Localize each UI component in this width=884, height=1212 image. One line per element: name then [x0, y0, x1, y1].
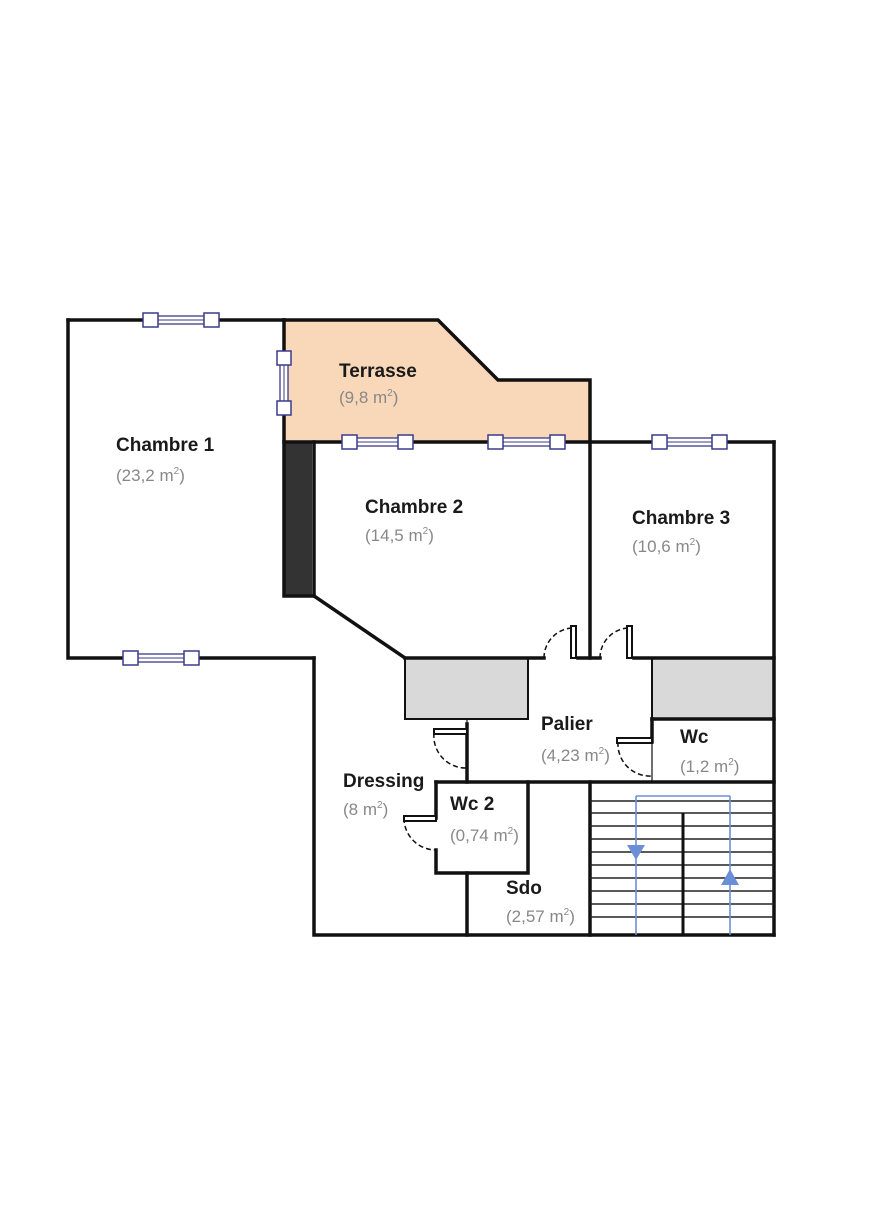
windows [122, 312, 728, 666]
door-icon [616, 737, 653, 777]
window-icon [122, 650, 200, 666]
room-name: Dressing [343, 771, 424, 792]
room-label-terrasse: Terrasse (9,8 m2) [339, 361, 417, 407]
room-name: Chambre 1 [116, 435, 215, 456]
wardrobe-chambre3 [651, 657, 775, 720]
door-icon [433, 728, 468, 769]
door-icon [543, 625, 577, 659]
window-icon [651, 434, 728, 450]
room-label-dressing: Dressing (8 m2) [343, 771, 424, 819]
room-name: Chambre 3 [632, 508, 730, 529]
room-area: (4,23 m2) [541, 746, 610, 765]
room-area: (2,57 m2) [506, 907, 575, 926]
stairs-icon [590, 795, 774, 935]
room-area: (14,5 m2) [365, 526, 434, 545]
room-area: (9,8 m2) [339, 388, 398, 407]
room-label-chambre3: Chambre 3 (10,6 m2) [632, 508, 730, 556]
room-label-chambre2: Chambre 2 (14,5 m2) [365, 497, 463, 545]
room-area: (10,6 m2) [632, 537, 701, 556]
window-icon [487, 434, 566, 450]
door-icon [599, 625, 633, 659]
room-name: Palier [541, 714, 593, 735]
room-label-palier: Palier (4,23 m2) [541, 714, 610, 765]
closet-chambre2 [284, 442, 312, 596]
room-area: (8 m2) [343, 800, 388, 819]
window-icon [341, 434, 414, 450]
room-area: (0,74 m2) [450, 826, 519, 845]
room-name: Terrasse [339, 361, 417, 382]
window-icon [142, 312, 220, 328]
terrace-area [284, 320, 590, 442]
room-name: Sdo [506, 878, 542, 899]
door-icon [403, 815, 437, 851]
room-area: (1,2 m2) [680, 757, 739, 776]
room-name: Wc [680, 727, 709, 748]
wardrobe-palier-left [404, 657, 529, 720]
doors [403, 625, 653, 851]
room-label-wc2: Wc 2 (0,74 m2) [450, 794, 519, 845]
room-label-chambre1: Chambre 1 (23,2 m2) [116, 435, 215, 485]
room-label-sdo: Sdo (2,57 m2) [506, 878, 575, 926]
window-icon [276, 350, 292, 416]
room-area: (23,2 m2) [116, 466, 185, 485]
room-name: Chambre 2 [365, 497, 463, 518]
room-label-wc: Wc (1,2 m2) [680, 727, 739, 776]
room-name: Wc 2 [450, 794, 494, 815]
